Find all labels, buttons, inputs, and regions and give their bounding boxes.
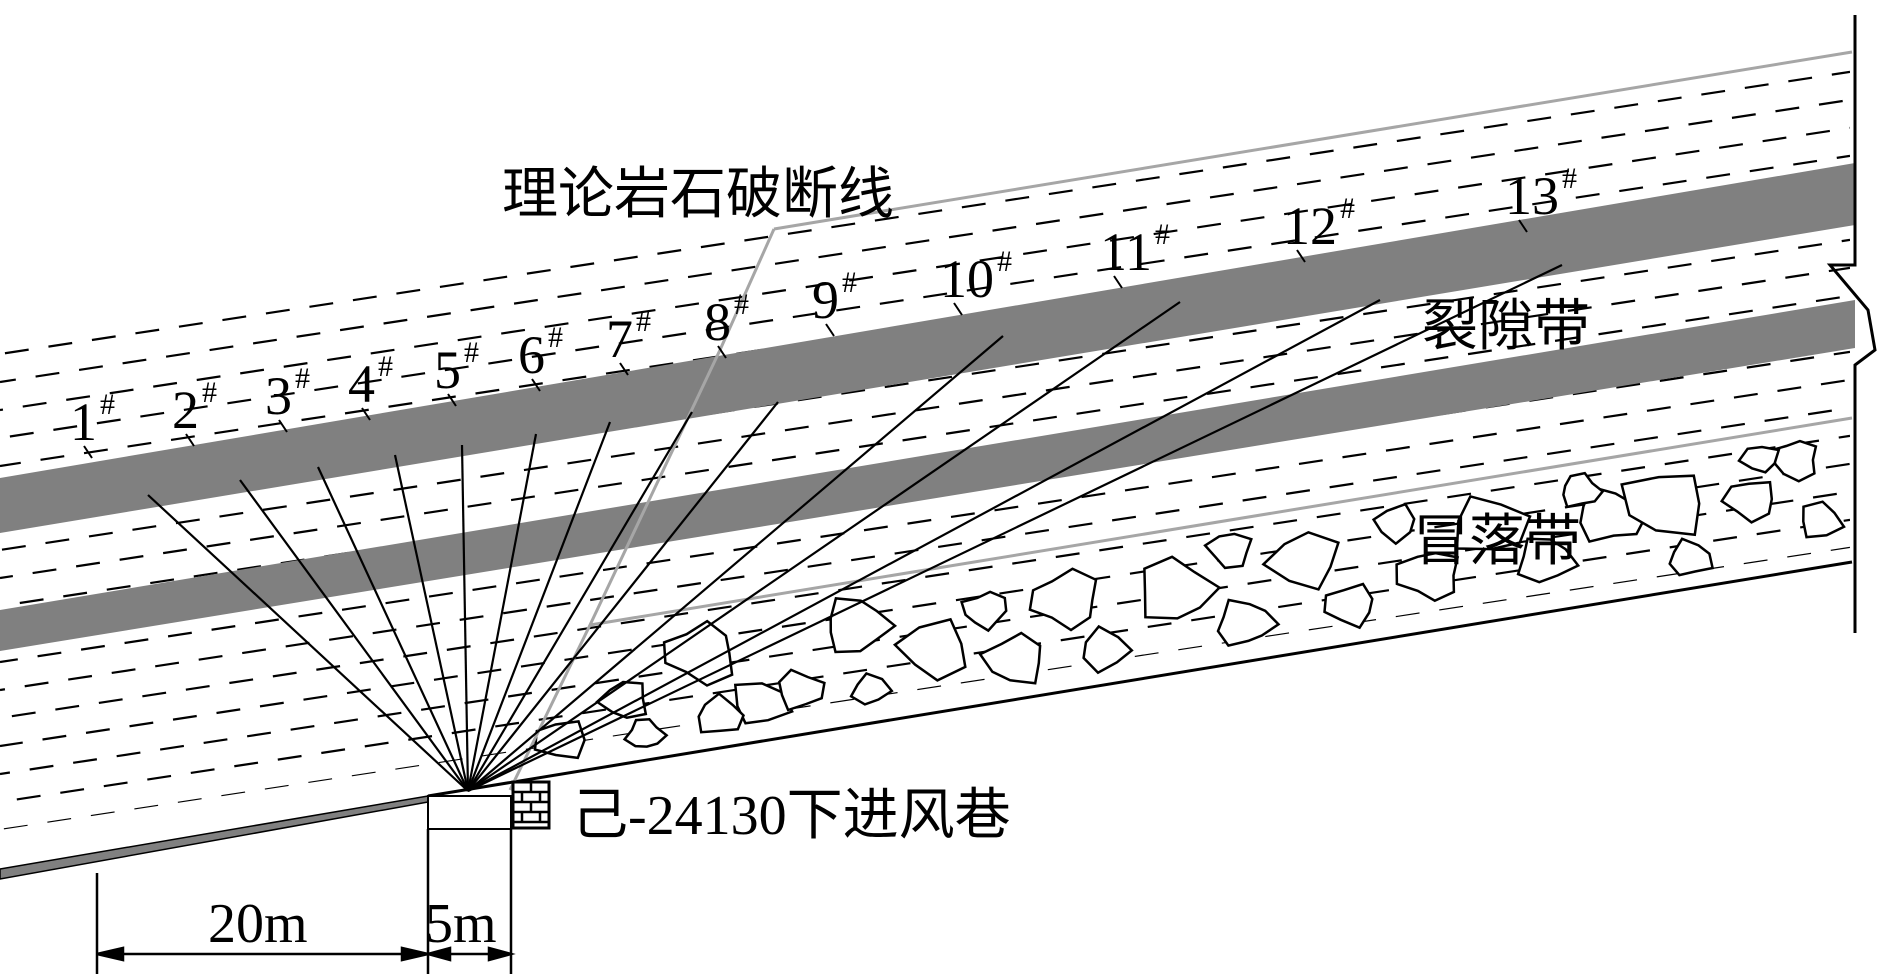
caving-zone-label: 冒落带 <box>1413 511 1581 573</box>
rock-fragment <box>1620 474 1701 537</box>
borehole-12 <box>467 299 1381 792</box>
borehole-label-1: 1# <box>70 388 115 452</box>
roadway-label: 己-24130下进风巷 <box>572 785 1011 847</box>
rock-fragment <box>849 672 894 706</box>
rock-fragment <box>1719 480 1774 524</box>
borehole-label-2: 2# <box>172 376 217 440</box>
rock-fragment <box>697 692 745 734</box>
fracture-zone-label: 裂隙带 <box>1422 296 1590 358</box>
lower-coal-seam <box>0 795 429 880</box>
borehole-label-tick <box>953 302 963 316</box>
borehole-label-13: 13# <box>1505 162 1577 226</box>
rock-fragment <box>1767 439 1818 483</box>
right-boundary <box>1826 15 1877 633</box>
borehole-label-tick <box>531 378 541 392</box>
roadway-section <box>427 795 512 830</box>
rock-fragment <box>1028 567 1098 632</box>
borehole-label-5: 5# <box>434 336 479 400</box>
fracture-zone-top-boundary <box>773 50 1853 231</box>
borehole-label-tick <box>1296 249 1306 263</box>
borehole-label-11: 11# <box>1100 218 1170 282</box>
rock-fragment <box>1143 555 1222 620</box>
hatch-line <box>0 70 1850 356</box>
rock-fragment <box>1802 500 1846 539</box>
borehole-label-tick <box>1113 275 1123 289</box>
borehole-label-8: 8# <box>704 288 749 352</box>
rock-fragment <box>892 617 967 682</box>
hatch-line <box>0 378 1850 664</box>
rock-fragment <box>777 668 826 712</box>
borehole-11 <box>467 301 1181 792</box>
rock-fragment <box>829 597 898 654</box>
borehole-label-4: 4# <box>348 350 393 414</box>
rock-fragment <box>978 631 1042 685</box>
borehole-label-tick <box>278 419 288 433</box>
rock-fragment <box>1737 445 1781 474</box>
rock-fragment <box>1371 502 1416 546</box>
rock-fragment <box>1395 551 1460 603</box>
dimension-5m: 5m <box>425 893 497 955</box>
borehole-label-10: 10# <box>940 245 1012 309</box>
borehole-label-12: 12# <box>1283 192 1355 256</box>
theory-break-line-label: 理论岩石破断线 <box>502 164 894 226</box>
hatch-line <box>0 434 1850 720</box>
borehole-label-tick <box>83 445 93 459</box>
borehole-label-tick <box>447 393 457 407</box>
hatch-line <box>0 462 1850 748</box>
borehole-1 <box>147 494 469 792</box>
borehole-6 <box>466 433 538 792</box>
dimension-20m: 20m <box>208 893 308 955</box>
fracture-zone-hatching <box>0 52 1850 830</box>
borehole-5 <box>460 444 470 792</box>
caving-zone-base <box>427 560 1853 798</box>
borehole-13 <box>467 264 1563 792</box>
rock-fragment <box>1516 537 1581 584</box>
borehole-label-tick <box>717 345 727 359</box>
rock-fragment <box>960 590 1008 633</box>
borehole-3 <box>317 466 469 792</box>
rock-fragment <box>1668 537 1715 577</box>
rock-fragment <box>1562 471 1605 509</box>
hatch-line <box>0 294 1850 580</box>
theoretical-break-line <box>508 228 776 791</box>
borehole-label-9: 9# <box>812 266 857 330</box>
borehole-label-3: 3# <box>265 362 310 426</box>
borehole-4 <box>393 454 470 792</box>
borehole-label-tick <box>825 323 835 337</box>
rock-fragment <box>1323 582 1374 630</box>
rock-fragment <box>1216 598 1281 648</box>
rock-fragment <box>1082 624 1134 675</box>
rock-fragment <box>1455 494 1532 551</box>
borehole-label-tick <box>361 407 371 421</box>
borehole-label-6: 6# <box>518 321 563 385</box>
borehole-2 <box>239 479 469 792</box>
hatch-line <box>0 238 1850 524</box>
rock-fragment <box>622 718 669 748</box>
hatch-line <box>0 98 1850 384</box>
caving-zone-rocks <box>533 439 1846 760</box>
borehole-10 <box>467 335 1004 792</box>
hatch-line <box>0 266 1850 552</box>
borehole-label-tick <box>1518 219 1528 233</box>
borehole-label-7: 7# <box>606 305 651 369</box>
rock-fragment <box>1203 532 1253 570</box>
upper-coal-seam <box>0 163 1855 533</box>
hatch-line <box>0 546 1850 830</box>
rock-fragment <box>1261 530 1340 591</box>
borehole-label-tick <box>619 362 629 376</box>
borehole-label-tick <box>185 433 195 447</box>
hatch-line <box>0 490 1850 776</box>
borehole-fan <box>147 264 1563 792</box>
roadway-support-icon <box>511 780 551 830</box>
borehole-9 <box>467 401 779 792</box>
borehole-labels: 1# 2# 3# 4# 5# 6# 7# 8# 9# 10# 11# 12# 13# <box>70 162 1577 459</box>
fracture-zone-mid-boundary <box>589 416 1853 627</box>
hatch-line <box>0 154 1850 440</box>
borehole-7 <box>466 421 612 792</box>
borehole-8 <box>467 411 693 792</box>
rock-fragment <box>733 682 794 725</box>
dimension-lines <box>95 829 516 974</box>
